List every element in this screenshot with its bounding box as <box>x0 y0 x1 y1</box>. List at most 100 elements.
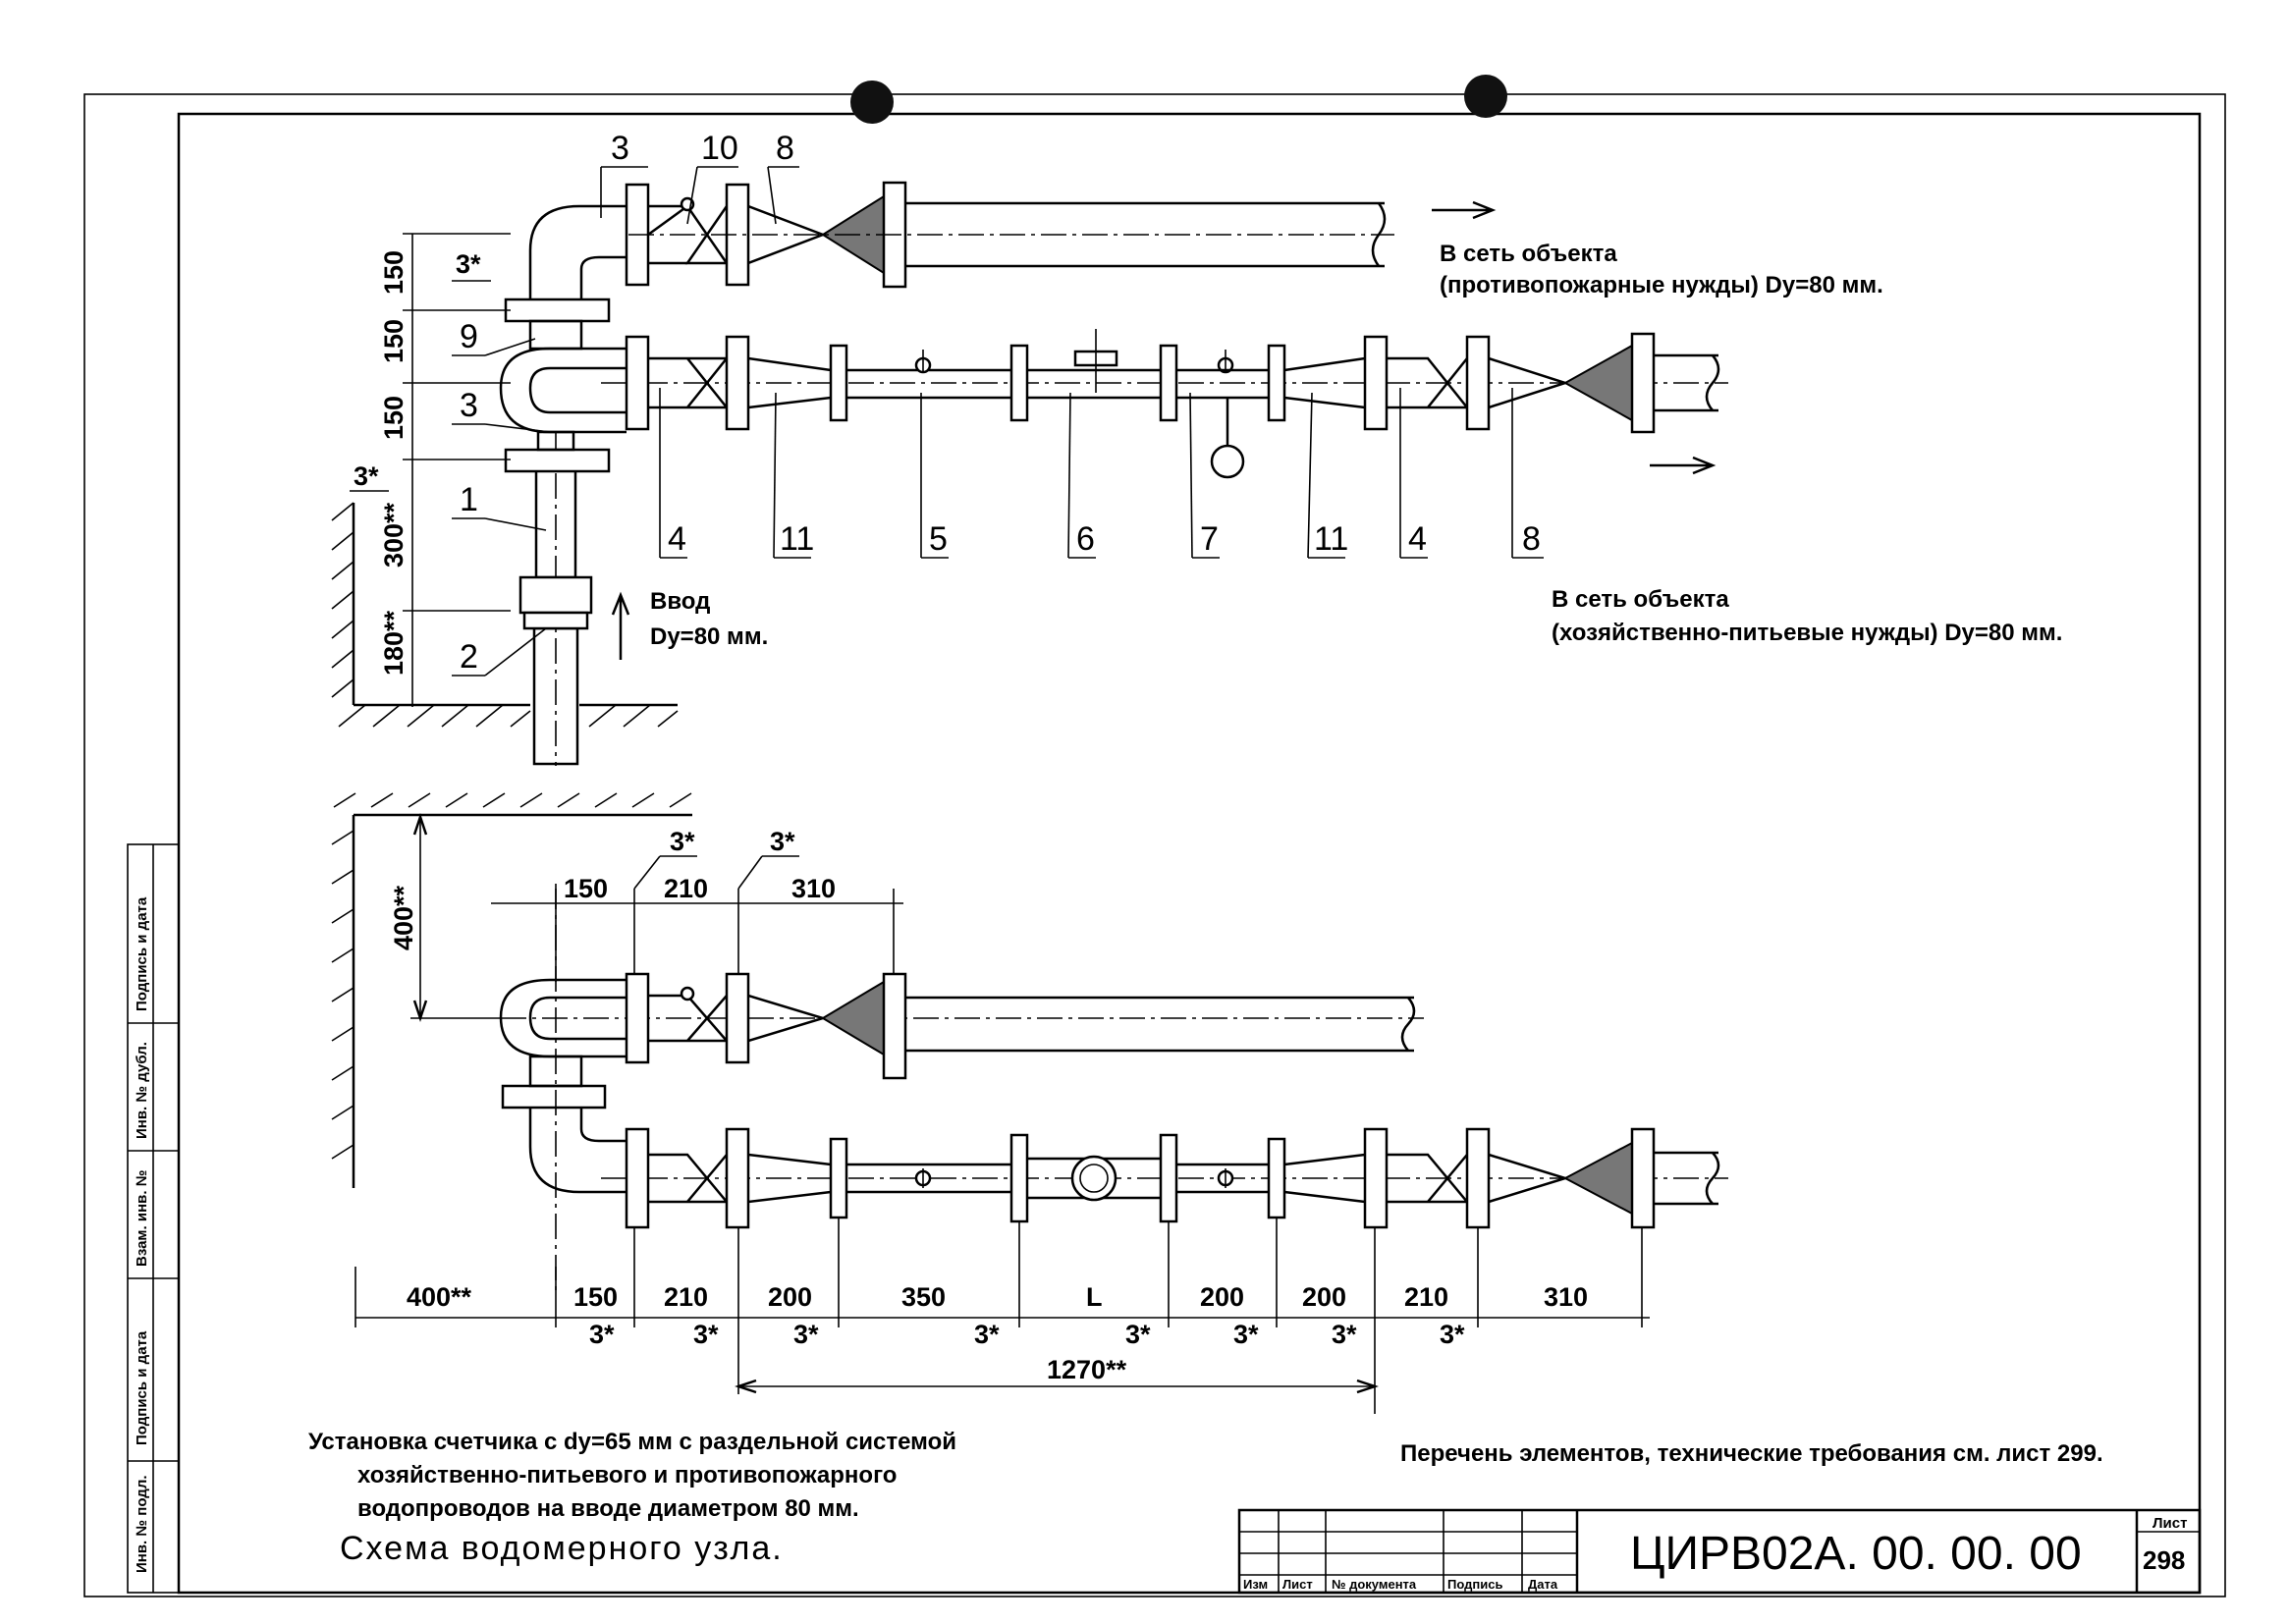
stamp-col-list: Лист <box>1282 1577 1313 1592</box>
stamp-col-doc: № документа <box>1332 1577 1417 1592</box>
bgap-5: 3* <box>1125 1320 1151 1349</box>
callout-3-top: 3 <box>611 130 629 167</box>
flow-arrow-inlet <box>611 591 630 660</box>
bdim-210-b: 210 <box>1404 1282 1448 1312</box>
bottom-elbow-loop <box>499 978 627 1058</box>
pressure-gauge <box>1210 444 1245 479</box>
caption-block: Установка счетчика с dy=65 мм с раздельн… <box>308 1429 2103 1567</box>
caption-line-3: водопроводов на вводе диаметром 80 мм. <box>357 1495 859 1522</box>
callout-5: 5 <box>929 520 948 558</box>
vdim-150-b: 150 <box>379 319 409 363</box>
callout-10: 10 <box>701 130 738 167</box>
binder-holes <box>850 75 1507 124</box>
callout-2: 2 <box>460 638 478 676</box>
bgap-1: 3* <box>589 1320 615 1349</box>
top-view: 150 150 150 300** 180** 3* 3* 3 10 8 9 3… <box>331 130 2062 766</box>
top-gap-mark-a: 3* <box>670 827 695 856</box>
wall-hatch-bottom <box>331 792 692 1188</box>
flow-arrow-fire <box>1432 200 1497 220</box>
bdim-1270: 1270** <box>1047 1355 1127 1384</box>
inlet-coupling <box>518 575 593 615</box>
bdim-210-a: 210 <box>664 1282 708 1312</box>
reference-note: Перечень элементов, технические требован… <box>1400 1440 2103 1467</box>
gap-mark-upper: 3* <box>456 249 481 279</box>
bdim-400: 400** <box>407 1282 472 1312</box>
sheet-number: 298 <box>2143 1545 2185 1575</box>
caption-line-2: хозяйственно-питьевого и противопожарног… <box>357 1462 897 1489</box>
vdim-150-a: 150 <box>379 250 409 295</box>
stamp-col-date: Дата <box>1528 1577 1558 1592</box>
drawing-title: Схема водомерного узла. <box>340 1530 784 1567</box>
bgap-4: 3* <box>974 1320 1000 1349</box>
side-stamp-inv-podl: Инв. № подл. <box>134 1475 150 1573</box>
vdim-150-c: 150 <box>379 396 409 440</box>
wall-hatch-top <box>331 502 679 728</box>
callout-4-a: 4 <box>668 520 686 558</box>
vdim-180: 180** <box>379 610 409 676</box>
drawing-frame <box>177 112 2202 1595</box>
bdim-200-a: 200 <box>768 1282 812 1312</box>
side-stamp-vzam: Взам. инв. № <box>134 1170 150 1267</box>
bgap-3: 3* <box>793 1320 819 1349</box>
callout-8-b: 8 <box>1522 520 1541 558</box>
top-dim-310: 310 <box>791 874 836 903</box>
water-meter <box>1070 1155 1117 1202</box>
fire-line <box>625 181 1394 289</box>
outlet-fire-line2: (противопожарные нужды) Dy=80 мм. <box>1440 272 1883 298</box>
bgap-6: 3* <box>1233 1320 1259 1349</box>
gap-mark-lower: 3* <box>354 461 379 491</box>
top-vertical-dims: 150 150 150 300** 180** 3* 3* <box>350 233 511 707</box>
bottom-dim-chain: 400** 150 210 200 350 L 200 200 210 310 … <box>354 1218 1650 1414</box>
flow-arrow-domestic <box>1650 456 1717 475</box>
bgap-7: 3* <box>1332 1320 1357 1349</box>
domestic-line <box>601 329 1728 479</box>
title-block: Изм Лист № документа Подпись Дата ЦИРВ02… <box>1237 1508 2202 1595</box>
callout-9: 9 <box>460 318 478 355</box>
callout-3-left: 3 <box>460 387 478 424</box>
inlet-dn: Dy=80 мм. <box>650 623 768 650</box>
document-code: ЦИРВ02А. 00. 00. 00 <box>1630 1528 2082 1580</box>
top-gap-mark-b: 3* <box>770 827 795 856</box>
bdim-200-c: 200 <box>1302 1282 1346 1312</box>
pipe-vertical-low <box>536 430 575 452</box>
outer-frame <box>83 93 2226 1597</box>
bottom-flange-h <box>501 1084 607 1110</box>
elbow-loop <box>499 347 627 434</box>
outlet-domestic-line1: В сеть объекта <box>1552 586 1729 613</box>
bottom-fire-line <box>501 972 1424 1080</box>
bottom-elbow-down <box>528 1108 627 1194</box>
bgap-8: 3* <box>1440 1320 1465 1349</box>
callout-11-b: 11 <box>1314 520 1348 558</box>
stamp-col-izm: Изм <box>1243 1577 1268 1592</box>
bdim-200-b: 200 <box>1200 1282 1244 1312</box>
callout-1: 1 <box>460 481 478 518</box>
bdim-310: 310 <box>1544 1282 1588 1312</box>
stamp-col-sign: Подпись <box>1447 1577 1502 1592</box>
pipe-vertical-mid <box>528 319 583 351</box>
side-stamp-inv-dubl: Инв. № дубл. <box>134 1042 150 1139</box>
outlet-fire-line1: В сеть объекта <box>1440 241 1617 267</box>
elbow-top <box>528 204 627 299</box>
inlet-nut <box>522 611 589 630</box>
callout-6: 6 <box>1076 520 1095 558</box>
vdim-300: 300** <box>379 502 409 568</box>
flange-horizontal-2 <box>504 448 611 473</box>
bgap-2: 3* <box>693 1320 719 1349</box>
bdim-L: L <box>1086 1282 1103 1312</box>
top-callouts: 3 10 8 9 3 1 2 4 11 5 6 7 11 <box>452 130 1544 677</box>
caption-line-1: Установка счетчика с dy=65 мм с раздельн… <box>308 1429 956 1455</box>
vdim-400: 400** <box>389 885 418 950</box>
bdim-350: 350 <box>901 1282 946 1312</box>
bottom-vertical-dim: 400** <box>389 813 501 1022</box>
top-dim-210: 210 <box>664 874 708 903</box>
callout-11-a: 11 <box>780 520 814 558</box>
sheet-label: Лист <box>2153 1515 2187 1532</box>
callout-8-top: 8 <box>776 130 794 167</box>
bottom-view: 400** 150 210 310 3* 3* <box>331 792 1728 1414</box>
flange-horizontal-1 <box>504 298 611 323</box>
callout-7: 7 <box>1200 520 1219 558</box>
side-stamp-sign-date-1: Подпись и дата <box>134 1330 150 1445</box>
inlet-label: Ввод <box>650 588 710 615</box>
top-dim-150: 150 <box>564 874 608 903</box>
